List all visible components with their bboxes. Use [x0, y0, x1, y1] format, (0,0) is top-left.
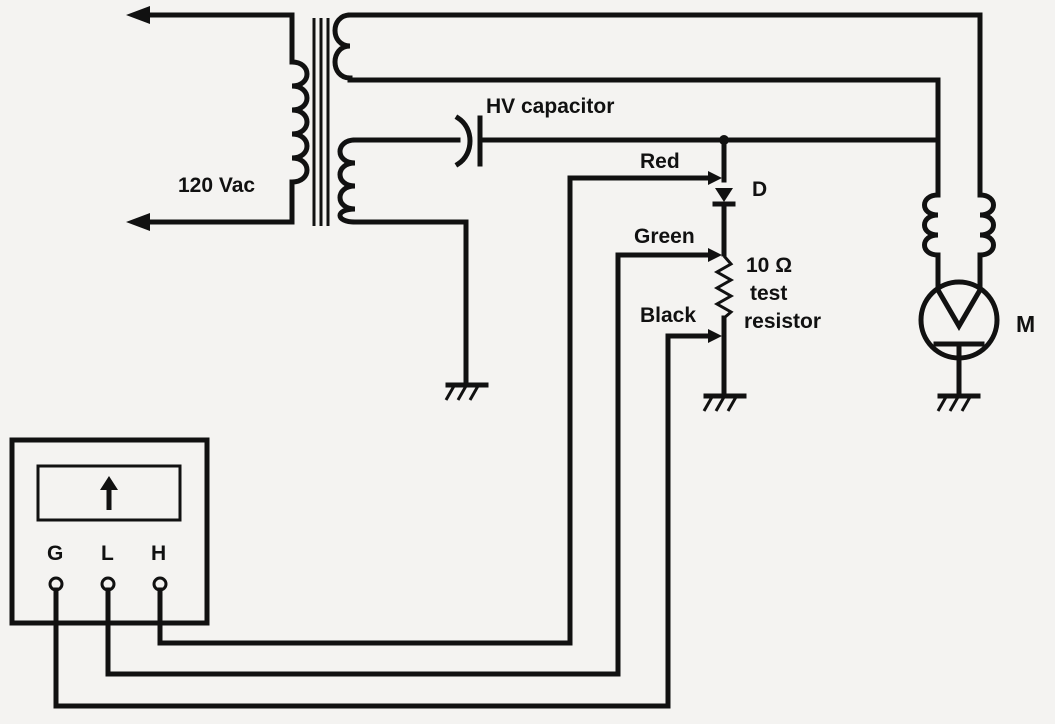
hv-capacitor-label: HV capacitor — [486, 95, 614, 118]
transformer-primary-winding — [289, 12, 310, 225]
magnetron-filament-coils — [922, 192, 996, 293]
meter-needle-icon — [100, 476, 118, 510]
diode-label: D — [752, 178, 767, 201]
black-test-lead — [53, 329, 722, 709]
meter-terminal-l-label: L — [101, 542, 114, 565]
meter-terminal-l — [100, 576, 116, 592]
meter-terminal-h-label: H — [151, 542, 166, 565]
filament-winding — [332, 12, 983, 198]
black-lead-label: Black — [640, 304, 696, 327]
meter-body — [9, 437, 210, 626]
red-lead-label: Red — [640, 150, 680, 173]
hv-secondary-winding — [337, 137, 469, 388]
hv-capacitor — [454, 114, 727, 168]
resistor-symbol — [713, 255, 735, 320]
green-test-lead — [105, 248, 722, 677]
meter-terminal-h — [152, 576, 168, 592]
resistor-label-line2: test — [750, 282, 787, 305]
transformer-core — [312, 18, 330, 226]
magnetron-tube — [918, 279, 1000, 412]
resistor-label-line3: resistor — [744, 310, 821, 333]
diode-resistor-branch — [712, 137, 736, 399]
meter-terminal-g-label: G — [47, 542, 63, 565]
ac-input-leads — [126, 6, 295, 231]
source-voltage-label: 120 Vac — [178, 174, 255, 197]
green-lead-label: Green — [634, 225, 695, 248]
magnetron-label: M — [1016, 311, 1035, 337]
ground-symbol-resistor — [702, 393, 747, 412]
ground-symbol-secondary — [444, 382, 489, 401]
resistor-label-line1: 10 Ω — [746, 254, 792, 277]
meter-terminal-g — [48, 576, 64, 592]
